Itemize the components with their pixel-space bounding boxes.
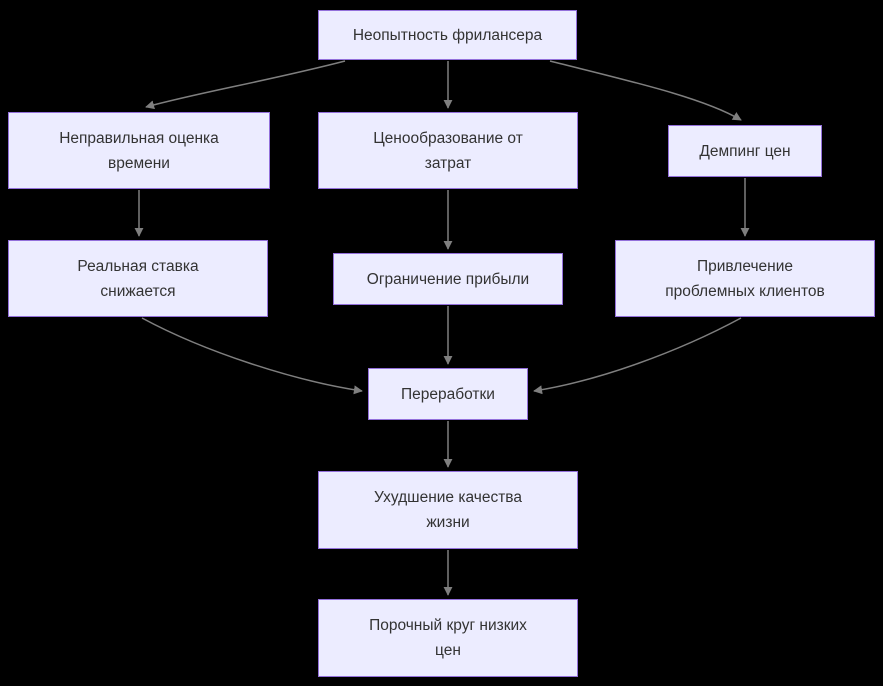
edge-inexperience-to-price-dumping [549,60,742,121]
edge-rate-drop-to-overwork [141,317,363,395]
node-profit-limit: Ограничение прибыли [333,253,563,305]
edge-inexperience-to-time-estimate [145,60,346,110]
node-inexperience: Неопытность фрилансера [318,10,577,60]
node-vicious-circle: Порочный круг низких цен [318,599,578,677]
node-overwork: Переработки [368,368,528,420]
edge-problem-clients-to-overwork [533,317,742,395]
node-cost-pricing: Ценообразование от затрат [318,112,578,189]
node-life-quality: Ухудшение качества жизни [318,471,578,549]
node-price-dumping: Демпинг цен [668,125,822,177]
node-problem-clients: Привлечение проблемных клиентов [615,240,875,317]
node-rate-drop: Реальная ставка снижается [8,240,268,317]
node-time-estimate: Неправильная оценка времени [8,112,270,189]
